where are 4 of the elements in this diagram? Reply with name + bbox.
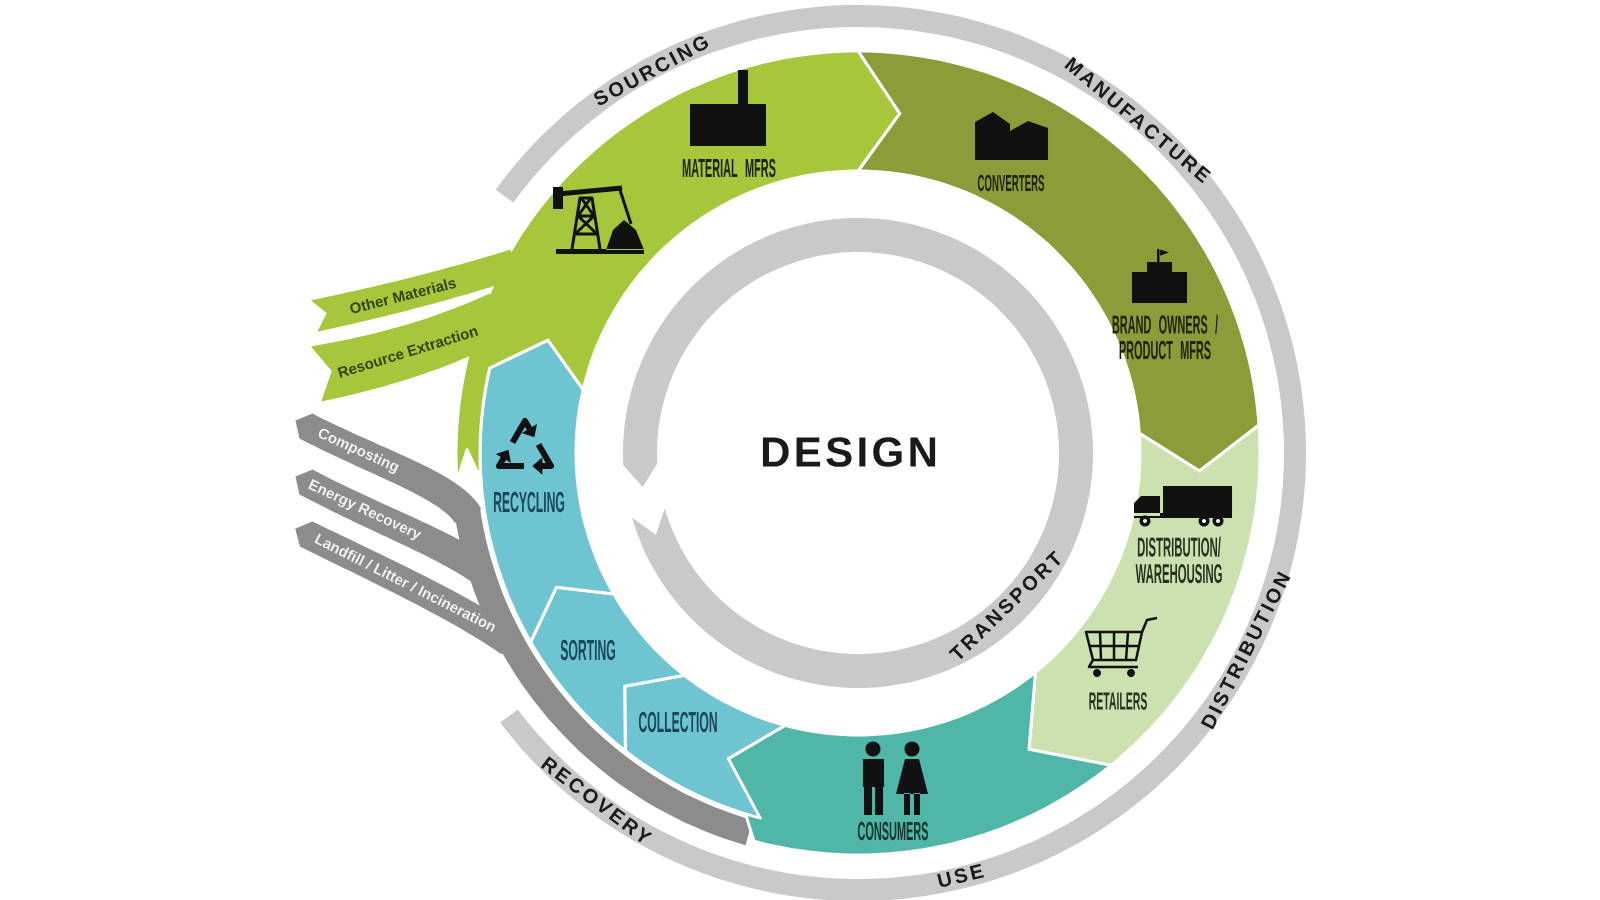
node-label: RETAILERS [1089, 692, 1147, 710]
node-label: CONVERTERS [977, 174, 1045, 192]
center-title: DESIGN [762, 437, 936, 467]
ring-label: USE [937, 863, 984, 887]
